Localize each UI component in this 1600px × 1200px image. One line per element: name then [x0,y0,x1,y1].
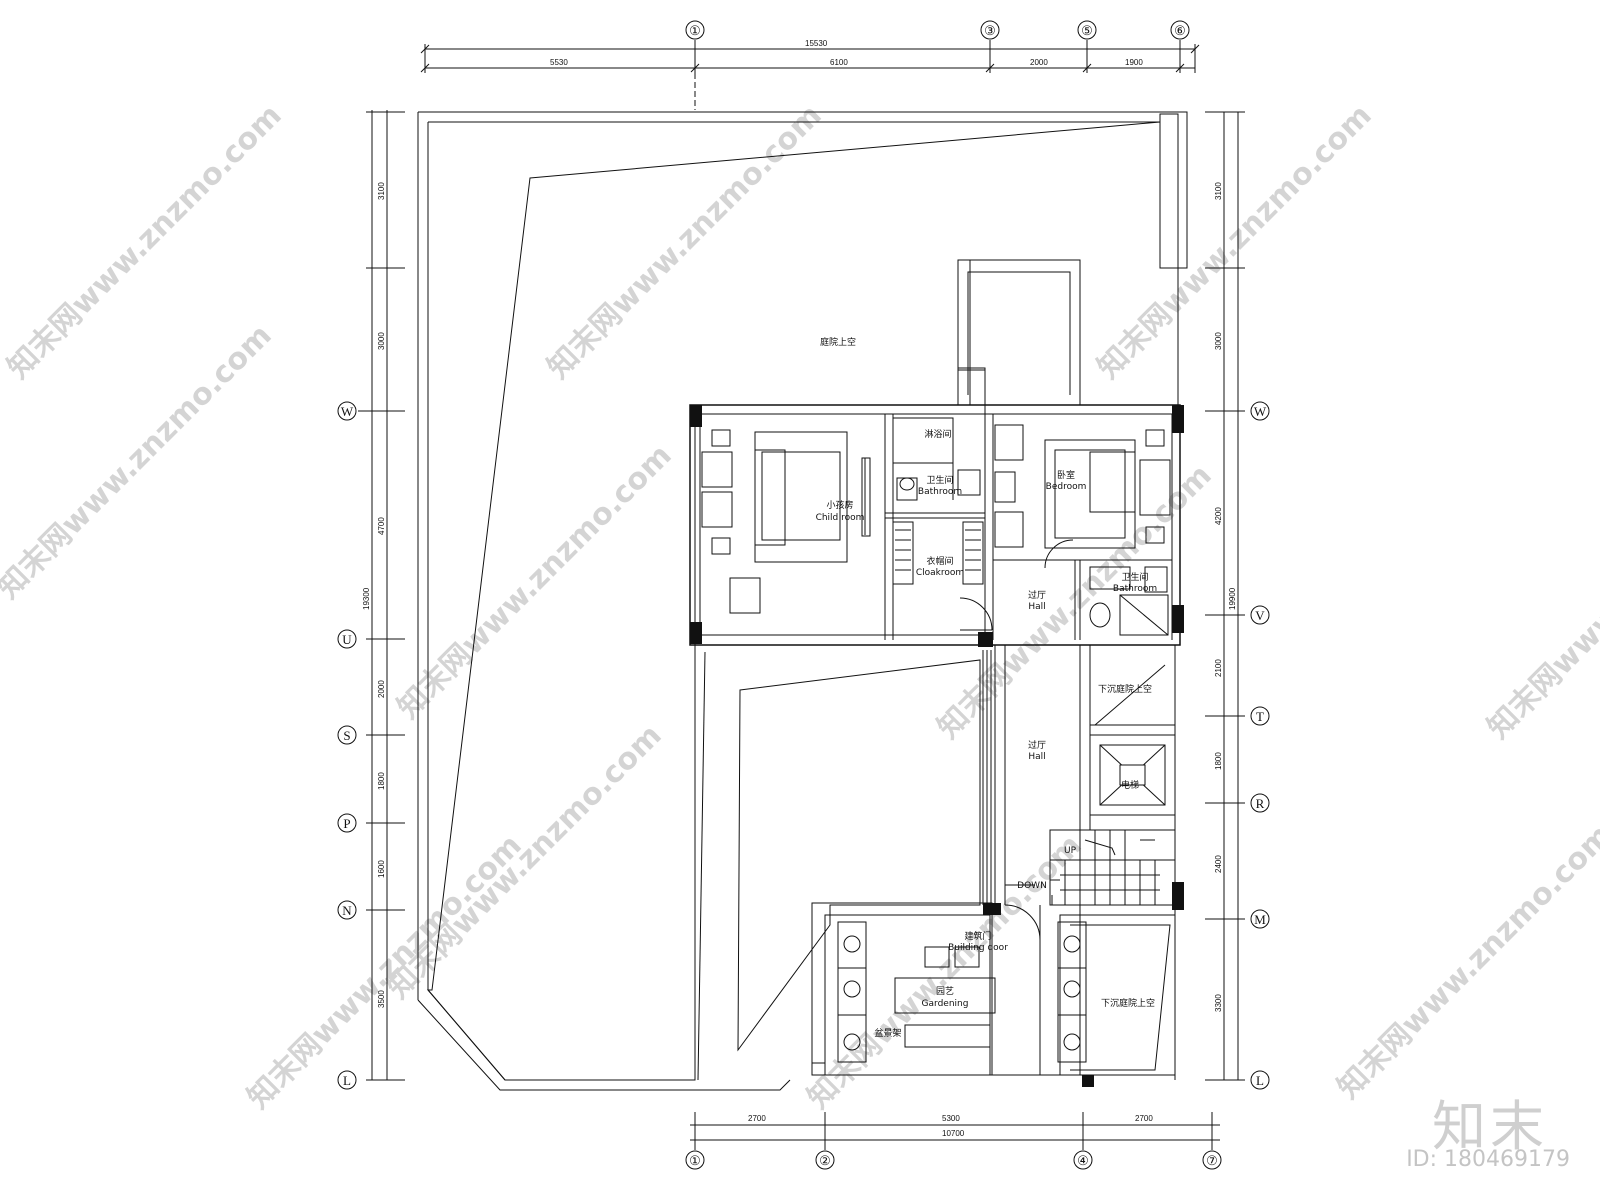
axis-top: ⑤ [1081,23,1093,38]
dim-right-seg: 3100 [1214,182,1223,200]
dim-left-seg: 3000 [377,332,386,350]
document-id: ID: 180469179 [1406,1147,1570,1172]
label-hall2-cn: 过厅 [1028,739,1046,751]
label-stair-down: DOWN [1017,881,1047,891]
dim-right-seg: 2400 [1214,855,1223,873]
axis-left: P [343,816,350,831]
dim-right-seg: 4200 [1214,507,1223,525]
dim-bottom-seg: 5300 [942,1114,960,1123]
dim-left-seg: 1600 [377,860,386,878]
axis-right: W [1254,404,1267,419]
dim-top-seg: 2000 [1030,58,1048,67]
watermark: 知末网www.znzmo.com [1481,458,1600,746]
axis-right: V [1255,608,1265,623]
dim-left-seg: 4700 [377,517,386,535]
label-bedroom-cn: 卧室 [1057,469,1075,481]
axis-right: T [1256,709,1264,724]
dim-left-seg: 2000 [377,680,386,698]
axis-left: L [343,1073,351,1088]
structural-columns [690,405,1184,1087]
dim-right-total: 19900 [1228,587,1237,610]
axis-right: L [1256,1073,1264,1088]
label-bath2-cn: 卫生间 [1121,571,1148,583]
watermark: 知末网www.znzmo.com [801,828,1089,1116]
dim-right-seg: 2100 [1214,659,1223,677]
stair [1005,829,1176,906]
label-gardening-en: Gardening [922,999,969,1009]
label-hall1-en: Hall [1028,602,1045,612]
lower-courtyard-edge [697,651,706,1081]
axis-left: N [342,903,352,918]
label-bath1-en: Bathroom [918,487,962,497]
watermark: 知末网www.znzmo.com [1091,98,1379,386]
axis-left: S [343,728,350,743]
dim-left-seg: 3500 [377,990,386,1008]
label-shower-cn: 淋浴间 [924,428,951,440]
axis-bottom: ② [819,1153,831,1168]
watermark: 知末网www.znzmo.com [541,98,829,386]
label-sunken2: 下沉庭院上空 [1101,997,1155,1009]
watermark: 知末网www.znzmo.com [381,718,669,1006]
watermark: 知末网www.znzmo.com [1331,818,1600,1106]
axis-left: W [341,404,354,419]
furniture [701,417,1171,1063]
label-child-room-en: Child room [816,513,865,523]
label-building-door-en: Building door [948,943,1008,953]
label-cloak-cn: 衣帽间 [926,555,953,567]
bottom-dimensions [685,1112,1222,1170]
dim-top-seg: 5530 [550,58,568,67]
dim-right-seg: 1800 [1214,752,1223,770]
dim-top-seg: 6100 [830,58,848,67]
label-bath1-cn: 卫生间 [926,474,953,486]
axis-labels: ① ③ ⑤ ⑥ ① ② ④ ⑦ W U S P N L W V T R M L [341,23,1267,1168]
top-dimensions [420,20,1200,110]
axis-top: ⑥ [1174,23,1186,38]
label-hall1-cn: 过厅 [1028,589,1046,601]
watermark: 知末网www.znzmo.com [391,438,679,726]
dim-bottom-seg: 2700 [748,1114,766,1123]
label-building-door-cn: 建筑门 [964,930,991,942]
dim-bottom-total: 10700 [942,1129,965,1138]
axis-top: ① [689,23,701,38]
dim-left-seg: 3100 [377,182,386,200]
label-courtyard-void: 庭院上空 [820,336,856,348]
brand-watermark: 知末 [1432,1095,1548,1158]
label-gardening-cn: 园艺 [936,986,954,997]
lower-courtyard-outline [737,659,981,1052]
watermark-layer: 知末网www.znzmo.com 知末网www.znzmo.com 知末网www… [0,98,1600,1116]
axis-bottom: ① [689,1153,701,1168]
label-elevator: 电梯 [1121,779,1139,791]
dim-right-seg: 3300 [1214,994,1223,1012]
north-void [957,259,1081,405]
room-labels: 庭院上空 小孩房 Child room 淋浴间 卫生间 Bathroom 衣帽间… [816,336,1158,1039]
building-walls [689,404,1181,1080]
label-bath2-en: Bathroom [1113,584,1157,594]
left-dimensions [337,110,405,1090]
axis-right: R [1256,796,1265,811]
axis-top: ③ [984,23,996,38]
label-child-room-cn: 小孩房 [826,499,853,511]
label-cloak-en: Cloakroom [916,568,964,578]
axis-bottom: ④ [1077,1153,1089,1168]
axis-bottom: ⑦ [1206,1153,1218,1168]
dim-top-seg: 1900 [1125,58,1143,67]
dim-top-total: 15530 [805,39,828,48]
dim-bottom-seg: 2700 [1135,1114,1153,1123]
dim-left-seg: 1800 [377,772,386,790]
courtyard-boundary [417,111,1188,1091]
label-bedroom-en: Bedroom [1046,482,1087,492]
dimension-labels: 15530 5530 6100 2000 1900 2700 5300 2700… [362,39,1237,1138]
label-stair-up: UP [1064,846,1077,856]
right-dimensions [1205,111,1270,1090]
dim-left-total: 19300 [362,587,371,610]
label-hall2-en: Hall [1028,752,1045,762]
axis-left: U [342,632,352,647]
axis-right: M [1254,912,1266,927]
label-sunken1: 下沉庭院上空 [1098,683,1152,695]
dim-right-seg: 3000 [1214,332,1223,350]
label-planter: 盆景架 [874,1027,901,1039]
